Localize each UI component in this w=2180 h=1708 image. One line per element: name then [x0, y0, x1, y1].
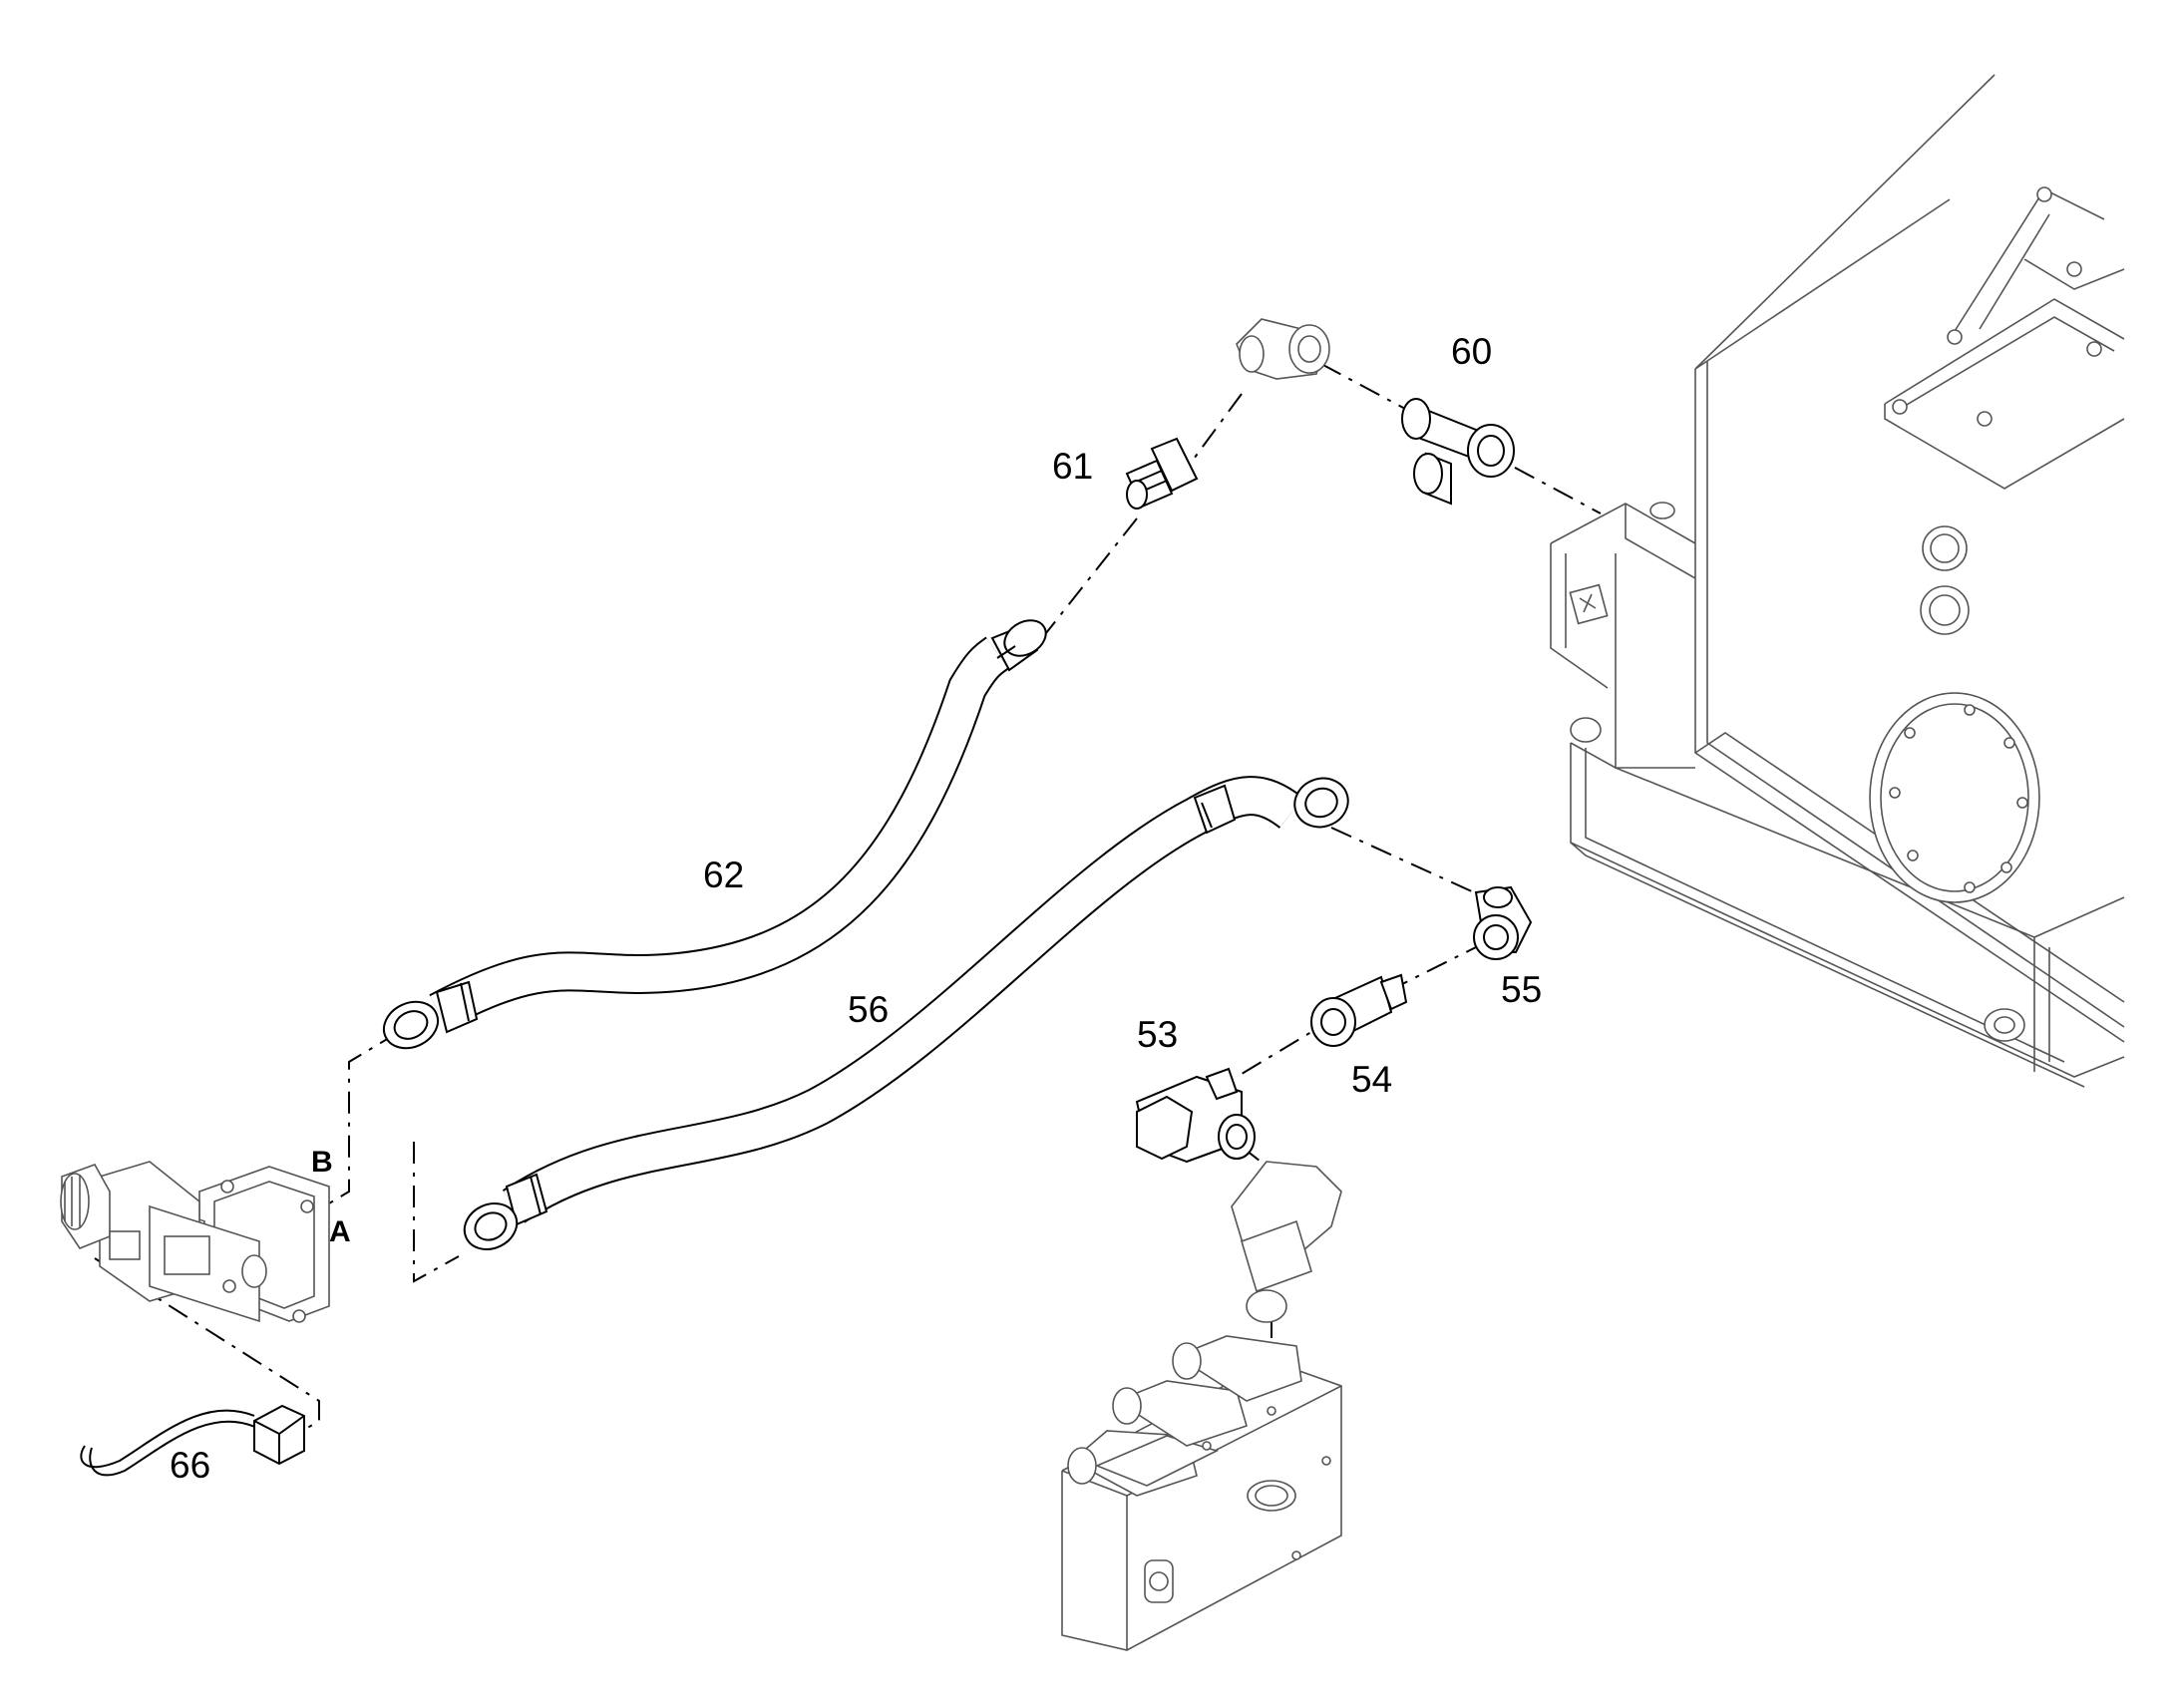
label-54: 54 — [1351, 1059, 1392, 1100]
label-61: 61 — [1052, 446, 1093, 487]
hose-56 — [463, 776, 1349, 1250]
label-66: 66 — [170, 1445, 210, 1486]
label-56: 56 — [848, 989, 889, 1030]
label-62: 62 — [703, 854, 744, 895]
cable-66 — [80, 1404, 305, 1477]
fitting-60-tee — [1401, 398, 1515, 506]
port-label-a: A — [329, 1215, 351, 1248]
label-55: 55 — [1501, 969, 1542, 1010]
manifold-block — [1061, 1161, 1342, 1651]
fitting-elbow-top — [1236, 318, 1330, 380]
label-53: 53 — [1137, 1014, 1178, 1055]
adapter-61 — [1125, 437, 1199, 510]
hose-62 — [382, 619, 1047, 1050]
fitting-53-tee — [1135, 1067, 1256, 1164]
part-labels: 60 61 62 56 55 54 53 66 B A — [170, 331, 1542, 1486]
fitting-55-elbow — [1473, 885, 1533, 960]
port-label-b: B — [311, 1146, 333, 1179]
label-60: 60 — [1451, 331, 1492, 372]
solenoid-valve — [60, 1161, 330, 1323]
hydraulic-tank — [1550, 74, 2125, 1088]
fitting-54-connector — [1310, 973, 1408, 1047]
